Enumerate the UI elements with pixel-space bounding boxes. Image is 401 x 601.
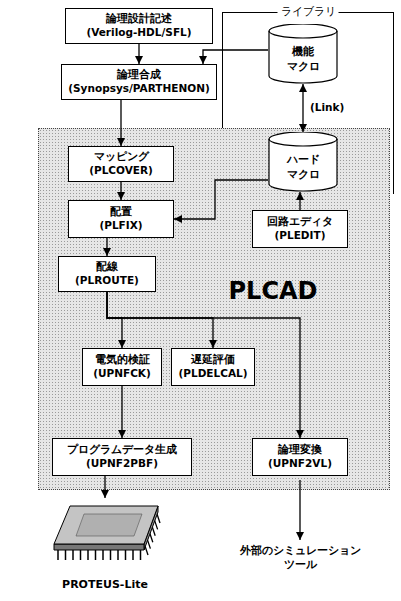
cylinder-body [269,132,337,191]
cylinder-label-area: 機能 マクロ [268,38,338,81]
chip-pin [125,550,127,560]
cylinder-rim [269,31,337,38]
process-box: 論理合成(Synopsys/PARTHENON) [61,64,217,100]
chip-pin [95,550,97,560]
process-box: プログラムデータ生成(UPNF2PBF) [52,438,192,476]
chip-pin [110,550,112,560]
flow-arrow [104,476,105,498]
tool-name: (PLCOVER) [89,164,153,178]
flow-arrow [302,84,303,132]
tool-name: (UPNF2VL) [268,457,332,471]
chip-pin [157,514,160,523]
cylinder-rim [269,139,337,146]
tool-name: (UPNF2PBF) [86,457,158,471]
node-label: 配線 [96,260,118,274]
process-box: 論理変換(UPNF2VL) [252,438,348,476]
database-cylinder: 機能 マクロ [268,24,338,84]
process-box: 論理設計記述(Verilog-HDL/SFL) [65,8,213,44]
flow-arrow [299,192,300,210]
flow-arrow [120,100,121,146]
flow-arrow [121,386,122,438]
node-label: 回路エディタ [267,215,333,229]
tool-name: (PLROUTE) [75,274,139,288]
output-label: 外部のシミュレーション ツール [240,544,361,573]
process-box: 電気的検証(UPNFCK) [82,348,162,386]
chip-pin [155,520,158,529]
node-label: プログラムデータ生成 [67,443,177,457]
node-label: マッピング [94,150,149,164]
node-label: PROTEUS-Lite [40,578,170,592]
chip-front [54,544,144,550]
node-label: 遅延評価 [191,353,235,367]
chip-pin [72,550,74,560]
node-label: ハード マクロ [287,153,320,182]
chip-pin [87,550,89,560]
flow-arrow [120,182,121,200]
process-box: 遅延評価(PLDELCAL) [171,348,255,386]
node-label: PLCAD [229,277,318,306]
process-box: マッピング(PLCOVER) [68,146,174,182]
database-cylinder: ハード マクロ [268,132,338,192]
chip-pin [80,550,82,560]
chip-pin [132,550,134,560]
chip-pin [102,550,104,560]
chip-illustration [40,498,170,570]
chip-pin [152,527,155,536]
cylinder-label-area: ハード マクロ [268,146,338,189]
chip-die [76,514,142,536]
flow-arrow [106,238,107,256]
chip-pin [150,533,153,542]
process-box: 回路エディタ(PLEDIT) [252,210,348,248]
process-box: 配線(PLROUTE) [58,256,156,292]
output-arrow [299,480,300,540]
node-label: 論理設計記述 [106,12,172,26]
edge-label: (Link) [308,101,346,115]
chip-top [54,506,158,544]
tool-name: (Synopsys/PARTHENON) [68,82,209,96]
tool-name: (UPNFCK) [93,367,151,381]
node-label: ライブラリ [278,5,339,19]
node-label: 論理合成 [117,68,161,82]
tool-name: (PLDELCAL) [178,367,247,381]
tool-name: (PLEDIT) [275,229,326,243]
node-label: 配置 [110,205,132,219]
chip-device: PROTEUS-Lite [40,498,170,596]
cylinder-body [269,24,337,83]
node-label: 論理変換 [278,443,322,457]
chip-pin [117,550,119,560]
flow-arrow [138,44,139,64]
node-label: 機能 マクロ [287,45,320,74]
node-label: 電気的検証 [95,353,150,367]
chip-pin [140,550,142,560]
flow-arrow [203,50,268,64]
layout-lines [300,480,301,540]
chip-pin [65,550,67,560]
tool-name: (PLFIX) [99,219,142,233]
process-box: 配置(PLFIX) [68,200,174,238]
tool-name: (Verilog-HDL/SFL) [86,26,191,40]
chip-pin [57,550,59,560]
